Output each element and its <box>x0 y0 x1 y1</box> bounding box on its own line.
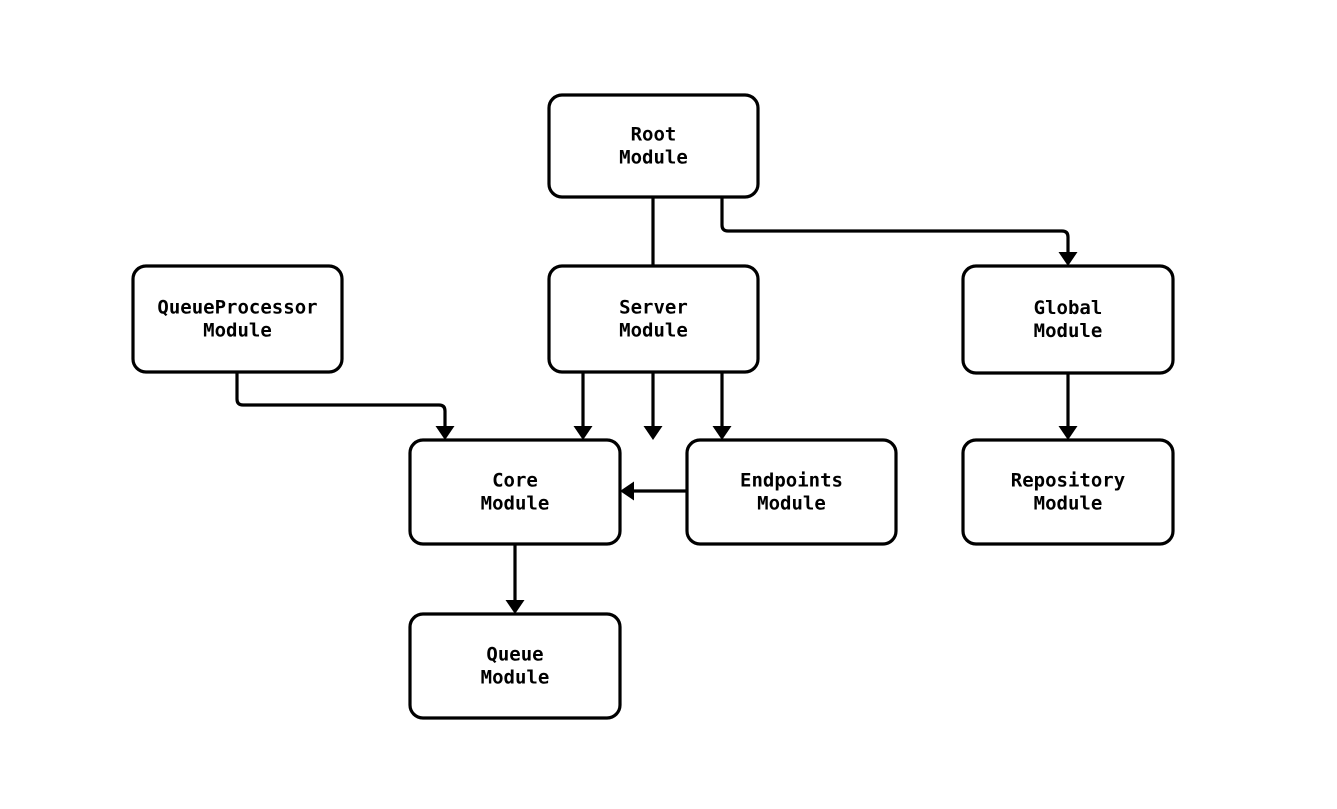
edge-server-core <box>573 372 593 440</box>
arrowhead-icon <box>1058 426 1078 440</box>
node-box[interactable] <box>685 438 898 546</box>
edge-line <box>235 372 447 428</box>
node-box[interactable] <box>961 438 1175 546</box>
edge-core-queue <box>505 544 525 614</box>
node-label-line1: QueueProcessor <box>157 297 317 319</box>
arrowhead-icon <box>573 426 593 440</box>
node-box[interactable] <box>408 438 622 546</box>
node-label-line1: Repository <box>1011 470 1125 492</box>
node-box[interactable] <box>961 264 1175 375</box>
node-label-line1: Root <box>631 124 677 146</box>
node-label-line2: Module <box>1034 320 1103 342</box>
edge-queueprocessor-core <box>235 372 455 440</box>
node-label-line1: Queue <box>486 644 543 666</box>
edge-endpoints-core <box>620 481 687 501</box>
arrowhead-icon <box>620 481 634 501</box>
node-box[interactable] <box>131 264 344 374</box>
arrowhead-icon <box>643 426 663 440</box>
node-label-line1: Server <box>619 297 688 319</box>
edge-global-repository <box>1058 373 1078 440</box>
node-label-line1: Core <box>492 470 538 492</box>
node-label-line2: Module <box>757 493 826 515</box>
edges-layer <box>235 197 1078 614</box>
node-label-line2: Module <box>619 147 688 169</box>
node-label-line2: Module <box>481 493 550 515</box>
node-box[interactable] <box>408 612 622 720</box>
nodes-layer: RootModuleQueueProcessorModuleServerModu… <box>131 93 1175 720</box>
edge-root-global <box>720 197 1078 266</box>
node-label-line1: Endpoints <box>740 470 843 492</box>
node-box[interactable] <box>547 93 760 199</box>
node-label-line2: Module <box>1034 493 1103 515</box>
arrowhead-icon <box>1058 252 1078 266</box>
node-label-line1: Global <box>1034 297 1103 319</box>
arrowhead-icon <box>435 426 455 440</box>
node-label-line2: Module <box>481 667 550 689</box>
node-box[interactable] <box>547 264 760 374</box>
edge-server-endpoints <box>712 372 732 440</box>
arrowhead-icon <box>505 600 525 614</box>
arrowhead-icon <box>712 426 732 440</box>
edge-line <box>720 197 1070 254</box>
node-label-line2: Module <box>619 320 688 342</box>
node-label-line2: Module <box>203 320 272 342</box>
